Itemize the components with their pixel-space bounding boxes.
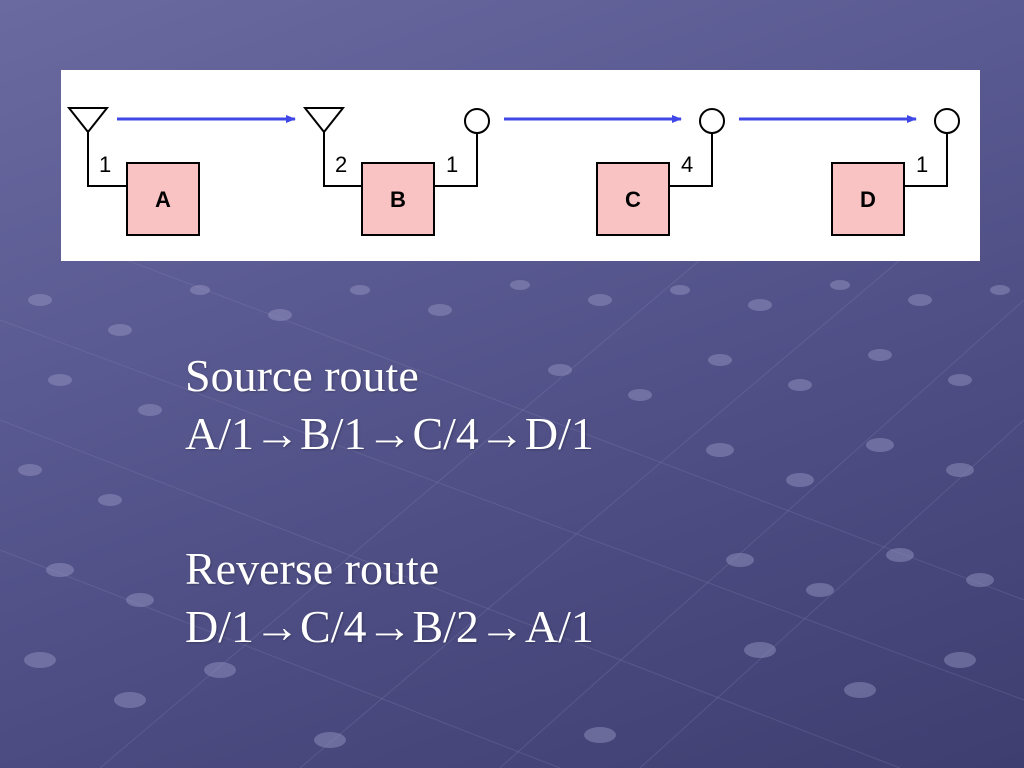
link-line: [669, 133, 713, 187]
node-label-c: C: [625, 187, 641, 212]
source-route-path: A/1→B/1→C/4→D/1: [185, 408, 594, 459]
node-label-b: B: [390, 187, 406, 212]
circle-port-icon: [934, 108, 960, 134]
link-line: [87, 132, 127, 187]
reverse-route-block: Reverse route D/1→C/4→B/2→A/1: [185, 540, 594, 656]
node-c: C 4: [596, 108, 725, 236]
node-a: 1 A: [66, 107, 200, 236]
node-b: 2 B 1: [302, 107, 490, 236]
node-label-a: A: [155, 187, 171, 212]
circle-port-icon: [464, 108, 490, 134]
port-label: 1: [916, 152, 928, 177]
reverse-route-path: D/1→C/4→B/2→A/1: [185, 601, 594, 652]
link-line: [904, 133, 948, 187]
source-route-block: Source route A/1→B/1→C/4→D/1: [185, 347, 594, 463]
link-line: [434, 133, 478, 187]
port-label: 4: [681, 152, 693, 177]
port-label: 1: [99, 152, 111, 177]
reverse-route-title: Reverse route: [185, 543, 440, 594]
route-diagram: 1 A 2 B 1 C 4 D: [61, 70, 980, 261]
antenna-icon: [302, 107, 346, 134]
port-label: 1: [446, 152, 458, 177]
node-box-a: [126, 162, 200, 236]
node-box-d: [831, 162, 905, 236]
circle-port-icon: [699, 108, 725, 134]
node-label-d: D: [860, 187, 876, 212]
node-box-c: [596, 162, 670, 236]
source-route-title: Source route: [185, 350, 419, 401]
port-label: 2: [335, 152, 347, 177]
link-line: [323, 132, 362, 187]
node-box-b: [361, 162, 435, 236]
node-d: D 1: [831, 108, 960, 236]
antenna-icon: [66, 107, 110, 134]
